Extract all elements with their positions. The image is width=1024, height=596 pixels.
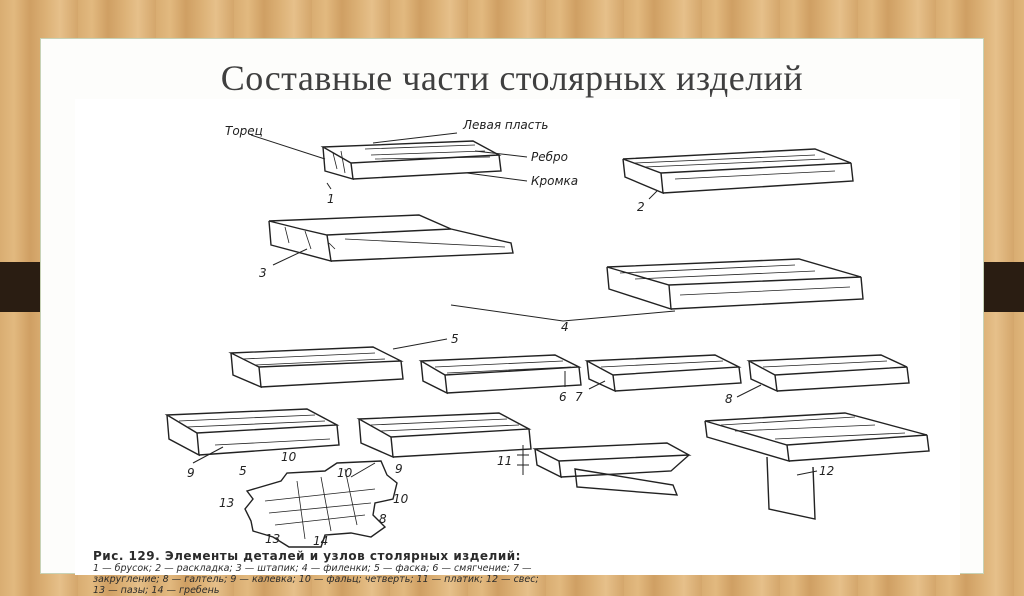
label-7: 7	[575, 390, 583, 404]
part-10-falts	[356, 412, 532, 459]
caption-title: Рис. 129. Элементы деталей и узлов столя…	[93, 549, 521, 563]
label-levaya-plast: Левая пласть	[462, 118, 548, 132]
joint-cross-section	[244, 460, 398, 548]
label-joint-5: 5	[239, 464, 247, 478]
label-10: 10	[337, 466, 353, 480]
label-8: 8	[725, 392, 733, 406]
part-5-faska	[228, 346, 404, 389]
part-12-svesy	[704, 412, 930, 520]
label-3: 3	[259, 266, 267, 280]
part-8-galtel	[746, 354, 910, 393]
part-1-brusok	[320, 140, 502, 180]
label-joint-8: 8	[379, 512, 387, 526]
label-rebro: Ребро	[531, 150, 568, 164]
label-joint-13-bottom: 13	[265, 532, 280, 546]
part-3-shtapik	[268, 214, 514, 262]
caption-line-1: 1 — брусок; 2 — раскладка; 3 — штапик; 4…	[93, 563, 532, 574]
label-joint-14: 14	[313, 534, 328, 548]
label-5: 5	[451, 332, 459, 346]
label-1: 1	[327, 192, 335, 206]
label-joint-9: 9	[395, 462, 403, 476]
slide: Составные части столярных изделий	[40, 38, 984, 596]
slide-title: Составные части столярных изделий	[220, 58, 804, 98]
part-4-filenki	[450, 258, 864, 322]
part-9-kalevka	[164, 408, 340, 457]
label-4: 4	[561, 320, 569, 334]
part-6-smyagchenie	[418, 354, 582, 395]
figure-drawing: Торец Левая пласть Ребро Кромка 1 2 3 4 …	[164, 118, 930, 548]
label-joint-10-top: 10	[281, 450, 297, 464]
label-11: 11	[497, 454, 512, 468]
label-joint-10-right: 10	[393, 492, 409, 506]
caption-line-2: закругление; 8 — галтель; 9 — калевка; 1…	[93, 574, 539, 585]
label-12: 12	[819, 464, 834, 478]
label-9: 9	[187, 466, 195, 480]
label-joint-13-left: 13	[219, 496, 234, 510]
label-kromka: Кромка	[531, 174, 578, 188]
caption-line-3: 13 — пазы; 14 — гребень	[93, 585, 220, 596]
label-6: 6	[559, 390, 567, 404]
part-2-raskladka	[622, 148, 854, 195]
part-11-platik	[517, 442, 692, 496]
label-2: 2	[637, 200, 645, 214]
figure-carpentry-elements: Торец Левая пласть Ребро Кромка 1 2 3 4 …	[75, 99, 960, 596]
part-7-zakruglenie	[584, 354, 742, 393]
figure-caption: Рис. 129. Элементы деталей и узлов столя…	[93, 549, 953, 596]
label-torets: Торец	[225, 124, 263, 138]
